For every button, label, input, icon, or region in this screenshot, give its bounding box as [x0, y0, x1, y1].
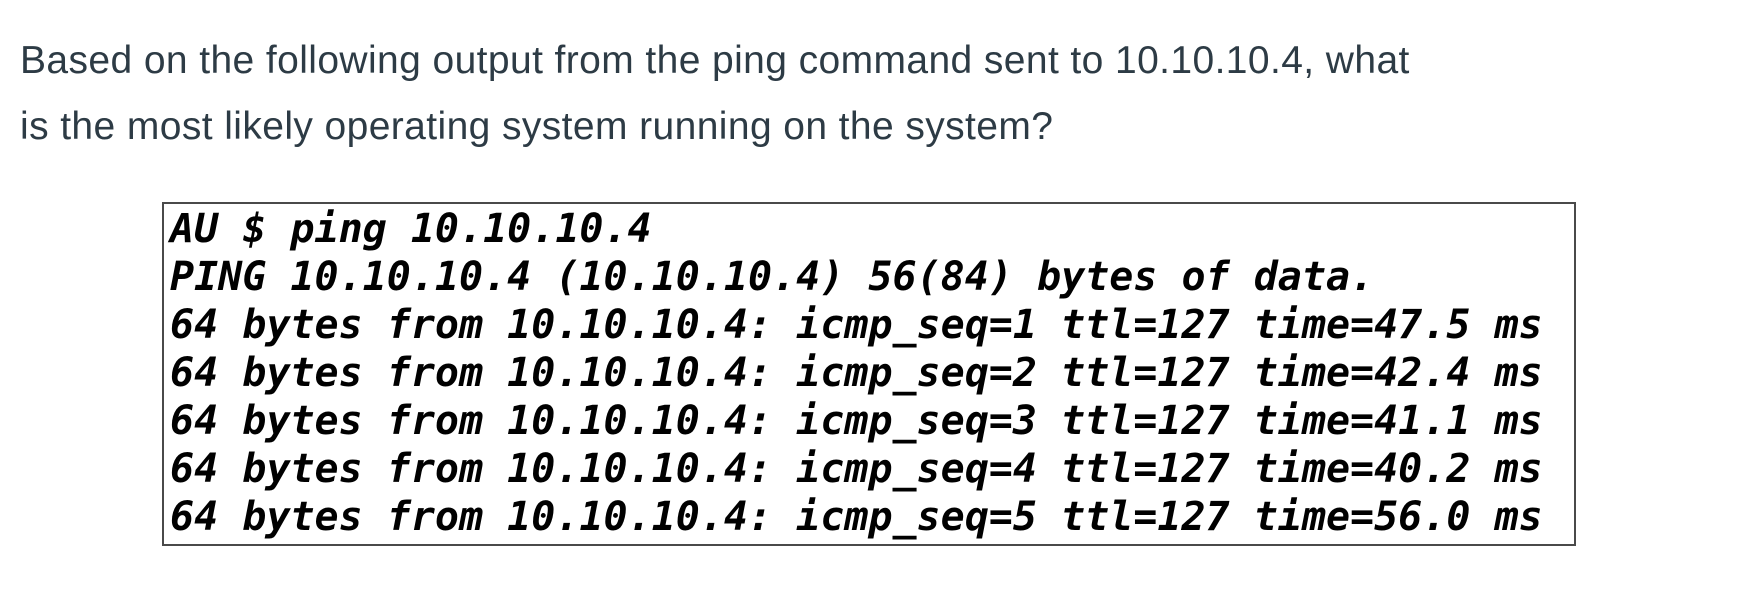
question-text-line-2: is the most likely operating system runn…: [20, 105, 1054, 148]
terminal-line-reply-2: 64 bytes from 10.10.10.4: icmp_seq=2 ttl…: [170, 350, 1543, 396]
terminal-line-reply-4: 64 bytes from 10.10.10.4: icmp_seq=4 ttl…: [170, 446, 1543, 492]
terminal-line-ping-header: PING 10.10.10.4 (10.10.10.4) 56(84) byte…: [170, 254, 1375, 300]
terminal-line-reply-3: 64 bytes from 10.10.10.4: icmp_seq=3 ttl…: [170, 398, 1543, 444]
ping-output-box: AU $ ping 10.10.10.4 PING 10.10.10.4 (10…: [162, 202, 1576, 546]
terminal-line-prompt: AU $ ping 10.10.10.4: [170, 206, 652, 252]
terminal-line-reply-5: 64 bytes from 10.10.10.4: icmp_seq=5 ttl…: [170, 494, 1543, 540]
terminal-line-reply-1: 64 bytes from 10.10.10.4: icmp_seq=1 ttl…: [170, 302, 1543, 348]
question-text: Based on the following output from the p…: [20, 28, 1410, 160]
question-text-line-1: Based on the following output from the p…: [20, 39, 1410, 82]
